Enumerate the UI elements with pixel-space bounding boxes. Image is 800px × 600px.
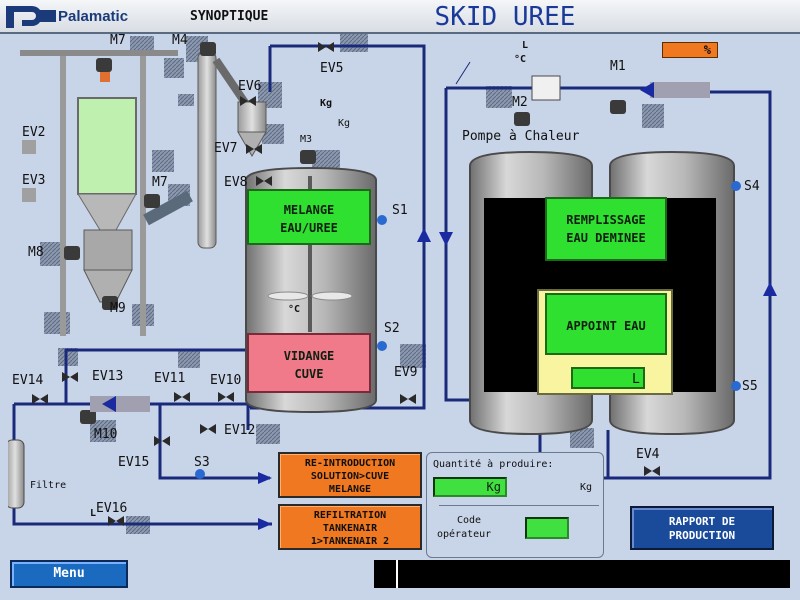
refil-line1: REFILTRATION	[313, 510, 387, 521]
svg-text:Kg: Kg	[338, 118, 350, 129]
brand-name: Palamatic	[58, 8, 129, 25]
rapport-line1: RAPPORT DE	[668, 515, 736, 528]
svg-text:S4: S4	[744, 179, 760, 194]
svg-text:EV12: EV12	[224, 423, 255, 438]
svg-text:M7: M7	[152, 175, 168, 190]
svg-text:MELANGE: MELANGE	[284, 203, 335, 217]
rapport-line2: PRODUCTION	[668, 529, 736, 542]
svg-text:M4: M4	[172, 34, 188, 48]
quantite-label: Quantité à produire:	[433, 459, 554, 470]
svg-text:Pompe à Chaleur: Pompe à Chaleur	[462, 129, 580, 144]
melange-panel: MELANGE EAU/UREE	[247, 189, 371, 245]
hatch-markers	[40, 34, 664, 534]
svg-text:°C: °C	[514, 54, 526, 65]
valve-symbols	[22, 42, 660, 526]
production-panel: Quantité à produire: Kg Code opérateur	[426, 452, 604, 558]
svg-text:EAU/UREE: EAU/UREE	[280, 221, 338, 235]
svg-text:EV6: EV6	[238, 79, 261, 94]
svg-text:EV11: EV11	[154, 371, 185, 386]
screen-name: SYNOPTIQUE	[190, 9, 269, 24]
svg-text:L: L	[632, 372, 640, 387]
filter: Filtre	[8, 439, 66, 509]
svg-text:M7: M7	[110, 34, 126, 48]
svg-text:EV9: EV9	[394, 365, 417, 380]
svg-text:EV8: EV8	[224, 175, 247, 190]
sensor-dots	[195, 181, 741, 479]
quantite-input[interactable]: Kg	[433, 477, 507, 497]
diagram-labels: EV5 EV6 EV7 EV8 EV2 EV3 EV14 EV13 EV11 E…	[12, 34, 760, 519]
svg-text:EV4: EV4	[636, 447, 660, 462]
appoint-panel: APPOINT EAU L	[545, 293, 667, 389]
svg-text:EV3: EV3	[22, 173, 45, 188]
vidange-panel: VIDANGE CUVE	[247, 333, 371, 393]
percent-readout: %	[662, 42, 718, 58]
svg-text:APPOINT EAU: APPOINT EAU	[566, 319, 645, 333]
svg-text:CUVE: CUVE	[295, 367, 324, 381]
refil-line2: TANKENAIR	[322, 523, 378, 534]
status-bar	[374, 560, 790, 588]
svg-text:EAU DEMINEE: EAU DEMINEE	[566, 231, 645, 245]
svg-text:S2: S2	[384, 321, 400, 336]
svg-text:L: L	[522, 40, 528, 51]
refil-line3: 1>TANKENAIR 2	[310, 536, 390, 547]
motor-symbols	[64, 42, 710, 424]
heat-pump: Pompe à Chaleur	[462, 75, 580, 144]
svg-text:EV7: EV7	[214, 141, 237, 156]
svg-text:Filtre: Filtre	[30, 480, 66, 491]
reintroduction-button[interactable]: RE-INTRODUCTION SOLUTION>CUVE MELANGE	[278, 452, 422, 498]
svg-text:M10: M10	[94, 427, 117, 442]
svg-text:M3: M3	[300, 134, 312, 145]
quantite-unit-label: Kg	[580, 482, 593, 493]
code-label-line1: Code	[457, 515, 482, 526]
divider	[439, 505, 599, 506]
top-bar: Palamatic SYNOPTIQUE SKID UREE	[0, 0, 800, 34]
status-divider	[396, 560, 398, 588]
svg-text:REMPLISSAGE: REMPLISSAGE	[566, 213, 645, 227]
page-title: SKID UREE	[434, 2, 576, 32]
svg-text:M8: M8	[28, 245, 44, 260]
reintro-line3: MELANGE	[328, 484, 372, 495]
flow-arrows	[258, 228, 777, 530]
svg-text:VIDANGE: VIDANGE	[284, 349, 335, 363]
svg-text:EV15: EV15	[118, 455, 149, 470]
svg-text:°C: °C	[288, 304, 300, 315]
svg-text:S1: S1	[392, 203, 408, 218]
svg-text:L: L	[90, 508, 96, 519]
svg-text:EV5: EV5	[320, 61, 343, 76]
code-label-line2: opérateur	[437, 529, 492, 540]
palamatic-logo	[6, 6, 56, 28]
synoptic-diagram: MELANGE EAU/UREE VIDANGE CUVE REMPLISSAG…	[8, 34, 777, 534]
big-bag-station	[20, 50, 254, 336]
reintro-line1: RE-INTRODUCTION	[304, 458, 396, 469]
svg-text:EV16: EV16	[96, 501, 127, 516]
svg-text:M2: M2	[512, 95, 528, 110]
operator-code-input[interactable]	[525, 517, 569, 539]
menu-button[interactable]: Menu	[10, 560, 128, 588]
refiltration-button[interactable]: REFILTRATION TANKENAIR 1>TANKENAIR 2	[278, 504, 422, 550]
svg-text:S5: S5	[742, 379, 758, 394]
svg-text:Kg: Kg	[320, 98, 332, 109]
svg-text:EV13: EV13	[92, 369, 123, 384]
svg-text:M1: M1	[610, 59, 626, 74]
rapport-production-button[interactable]: RAPPORT DE PRODUCTION	[630, 506, 774, 550]
svg-text:EV10: EV10	[210, 373, 241, 388]
remplissage-panel: REMPLISSAGE EAU DEMINEE	[545, 197, 667, 261]
svg-text:EV2: EV2	[22, 125, 45, 140]
svg-text:M9: M9	[110, 301, 126, 316]
svg-text:EV14: EV14	[12, 373, 43, 388]
svg-text:S3: S3	[194, 455, 210, 470]
reintro-line2: SOLUTION>CUVE	[310, 471, 390, 482]
